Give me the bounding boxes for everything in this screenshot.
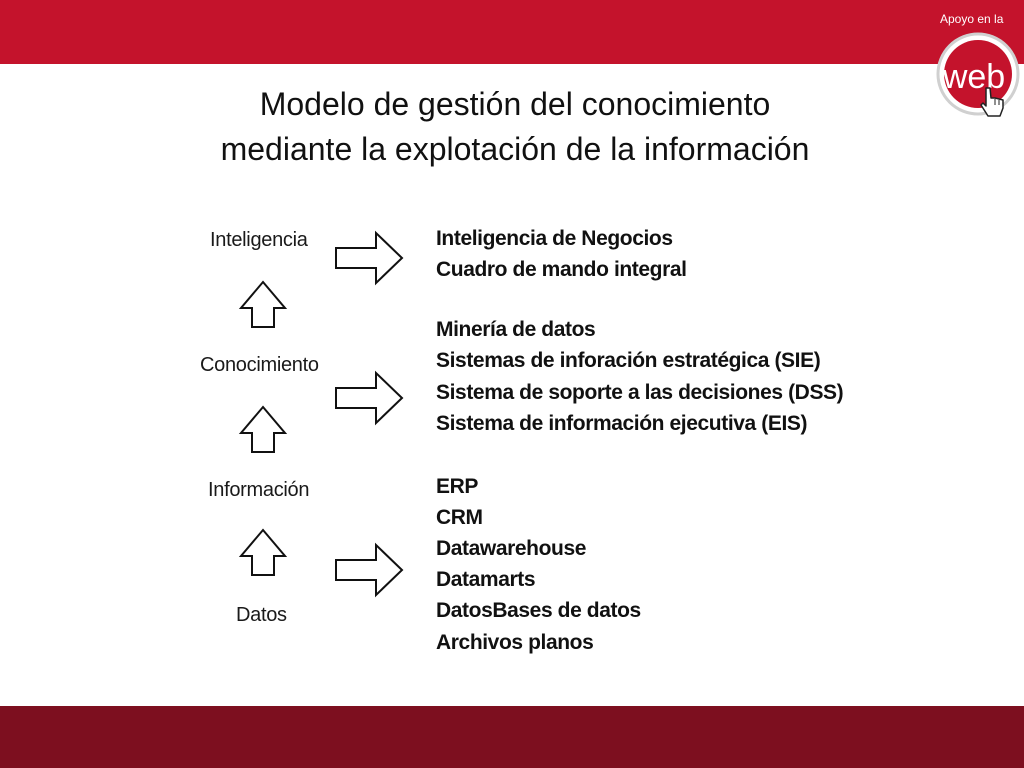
header-band (0, 0, 1024, 64)
title-line-1: Modelo de gestión del conocimiento (259, 86, 771, 122)
footer-band (0, 706, 1024, 768)
right-arrow-icon (335, 542, 404, 598)
up-arrow-icon (238, 280, 288, 328)
logo-caption: Apoyo en la (940, 12, 1004, 26)
right-arrow-icon (335, 370, 404, 426)
list-item: Sistema de información ejecutiva (EIS) (436, 412, 808, 435)
level-informacion: Información (208, 479, 310, 501)
up-arrow-icon (238, 528, 288, 576)
list-item: Archivos planos (436, 631, 594, 654)
web-logo: web (936, 32, 1020, 117)
title-line-2: mediante la explotación de la informació… (220, 131, 810, 167)
list-item: Sistema de soporte a las decisiones (DSS… (436, 381, 844, 404)
level-inteligencia: Inteligencia (210, 229, 308, 251)
list-item: Sistemas de inforación estratégica (SIE) (436, 349, 821, 372)
logo-word: web (942, 58, 1005, 96)
list-item: Cuadro de mando integral (436, 258, 687, 281)
up-arrow-icon (238, 405, 288, 453)
list-item: Inteligencia de Negocios (436, 227, 673, 250)
list-item: Datamarts (436, 568, 536, 591)
list-item: CRM (436, 506, 483, 529)
list-item: Datawarehouse (436, 537, 587, 560)
hand-pointer-icon (980, 87, 1004, 117)
slide-title: Modelo de gestión del conocimiento media… (100, 82, 930, 172)
level-conocimiento: Conocimiento (200, 354, 319, 376)
right-arrow-icon (335, 230, 404, 286)
logo-disc (944, 40, 1012, 108)
list-item: Minería de datos (436, 318, 596, 341)
level-datos: Datos (236, 604, 287, 626)
list-item: DatosBases de datos (436, 599, 641, 622)
list-item: ERP (436, 475, 478, 498)
